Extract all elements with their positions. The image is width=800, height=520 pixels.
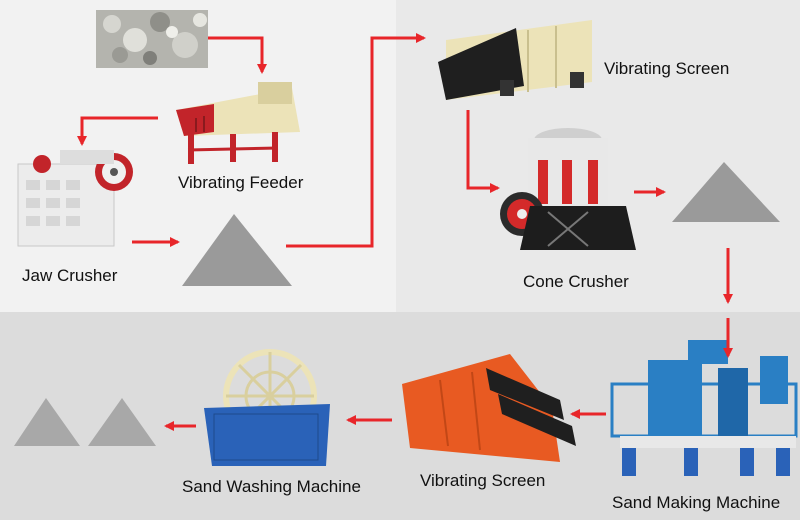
cone-crusher-machine	[500, 128, 636, 250]
label-vibrating-screen-bottom: Vibrating Screen	[420, 471, 546, 490]
sand-pile-right	[88, 398, 156, 446]
label-cone-crusher: Cone Crusher	[523, 272, 629, 291]
vibrating-screen-bottom-machine	[402, 354, 576, 462]
arrow-pile-to-screen	[286, 33, 426, 248]
sand-pile-left	[14, 398, 80, 446]
raw-stone-image	[96, 10, 208, 68]
arrow-screen-to-cone	[466, 110, 500, 193]
label-vibrating-screen-top: Vibrating Screen	[604, 59, 730, 78]
vibrating-feeder-machine	[176, 82, 300, 164]
sand-making-machine	[610, 340, 798, 476]
label-vibrating-feeder: Vibrating Feeder	[178, 173, 304, 192]
arrow-stone-to-feeder	[208, 36, 267, 74]
label-sand-washing-machine: Sand Washing Machine	[182, 477, 361, 496]
stone-pile-2	[672, 162, 780, 222]
vibrating-screen-top-machine	[438, 20, 592, 100]
label-sand-making-machine: Sand Making Machine	[612, 493, 781, 512]
jaw-crusher-machine	[17, 150, 133, 247]
sand-washing-machine	[204, 349, 330, 466]
label-jaw-crusher: Jaw Crusher	[22, 266, 118, 285]
arrow-feeder-to-jaw	[77, 116, 158, 146]
stone-pile-1	[182, 214, 292, 286]
